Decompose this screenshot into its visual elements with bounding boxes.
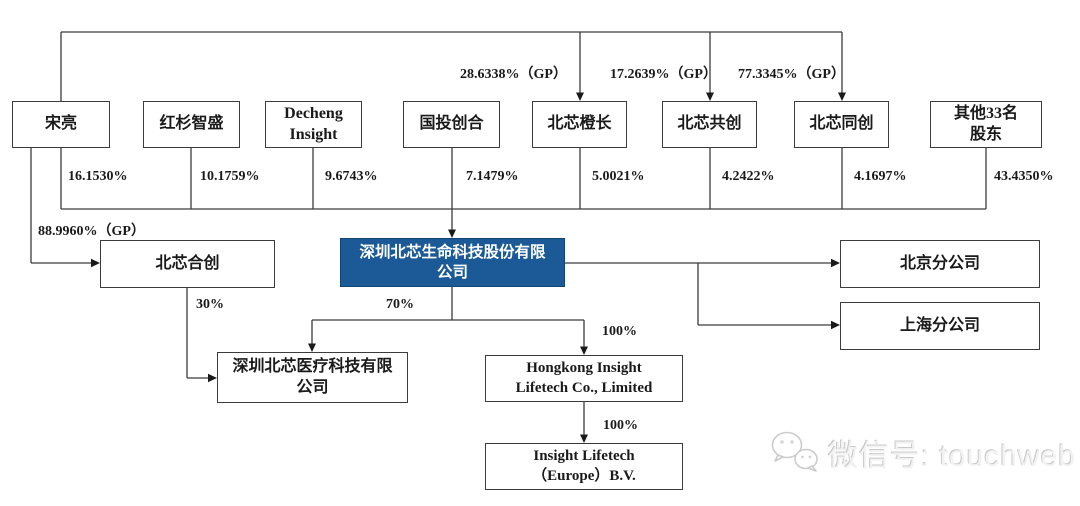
box-shareholder-beixin-tongchuang: 北芯同创 <box>794 101 889 148</box>
stake-pct-hongkong-europe: 100% <box>603 418 638 433</box>
equity-pct-hongshan: 10.1759% <box>200 169 260 184</box>
gp-pct-hechuang: 88.9960%（GP） <box>38 224 145 239</box>
stake-pct-hechuang-medical: 30% <box>196 297 224 312</box>
box-shareholder-hongshan-zhisheng: 红杉智盛 <box>143 101 240 148</box>
gp-pct-chengzhang: 28.6338%（GP） <box>460 67 567 82</box>
equity-pct-gongchuang: 4.2422% <box>722 169 775 184</box>
gp-pct-gongchuang: 17.2639%（GP） <box>610 67 717 82</box>
box-shareholder-guotou-chuanghe: 国投创合 <box>403 101 500 148</box>
box-shareholder-songliang: 宋亮 <box>12 101 110 148</box>
watermark-text: 微信号: touchweb <box>828 440 1077 473</box>
equity-pct-other-33: 43.4350% <box>994 169 1054 184</box>
equity-pct-tongchuang: 4.1697% <box>854 169 907 184</box>
box-shareholder-decheng-insight: Decheng Insight <box>265 101 362 148</box>
gp-pct-tongchuang: 77.3345%（GP） <box>738 67 845 82</box>
stake-pct-parent-hongkong: 100% <box>602 324 637 339</box>
box-shareholder-beixin-gongchuang: 北芯共创 <box>662 101 757 148</box>
equity-pct-guotou: 7.1479% <box>466 169 519 184</box>
box-beijing-branch: 北京分公司 <box>840 240 1040 288</box>
box-shanghai-branch: 上海分公司 <box>840 302 1040 350</box>
equity-pct-decheng: 9.6743% <box>325 169 378 184</box>
box-hongkong-subsidiary: Hongkong Insight Lifetech Co., Limited <box>485 355 683 402</box>
wechat-icon <box>771 431 818 472</box>
equity-pct-chengzhang: 5.0021% <box>592 169 645 184</box>
stake-pct-parent-medical: 70% <box>386 297 414 312</box>
box-shareholder-beixin-chengzhang: 北芯橙长 <box>532 101 627 148</box>
box-beixin-hechuang: 北芯合创 <box>100 240 275 288</box>
equity-pct-songliang: 16.1530% <box>68 169 128 184</box>
box-europe-subsidiary: Insight Lifetech （Europe）B.V. <box>485 443 683 490</box>
box-shareholder-other-33: 其他33名 股东 <box>930 101 1042 148</box>
watermark: 微信号: touchweb <box>770 430 1076 476</box>
box-medical-subsidiary: 深圳北芯医疗科技有限 公司 <box>217 352 408 403</box>
box-parent-company: 深圳北芯生命科技股份有限 公司 <box>340 238 565 287</box>
